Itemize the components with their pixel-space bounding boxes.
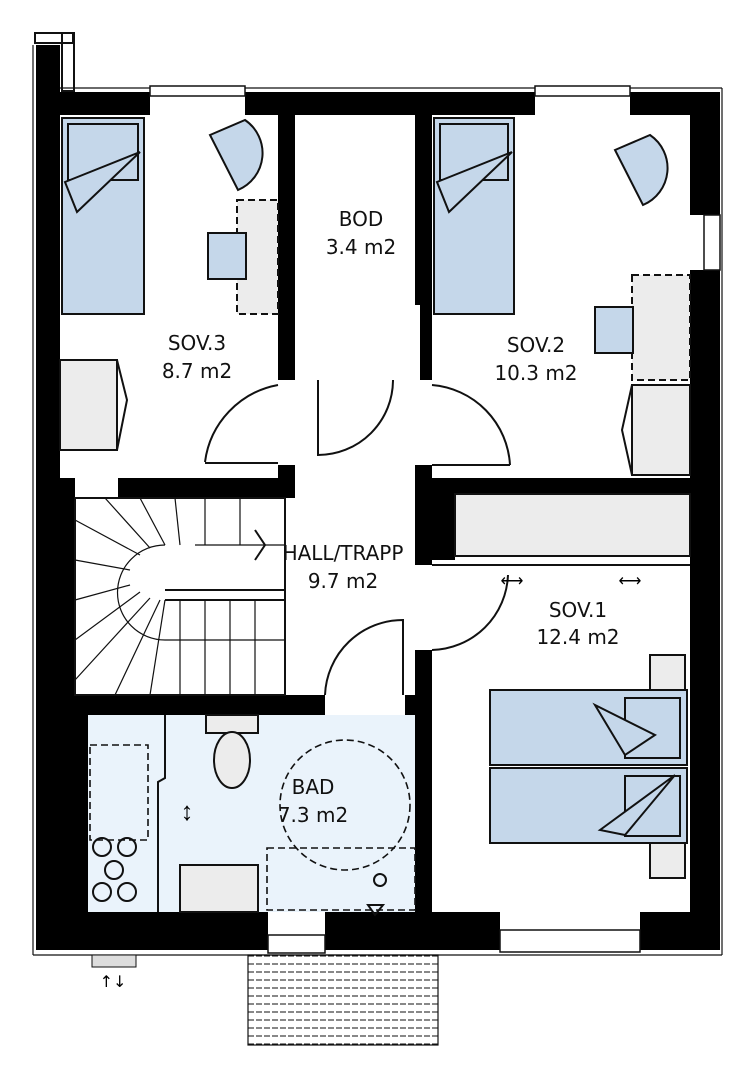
entrance-step xyxy=(91,954,439,1046)
room-bod-name: BOD xyxy=(339,207,384,231)
windows xyxy=(149,85,721,954)
room-sov3-area: 8.7 m2 xyxy=(162,359,232,383)
bathroom-fixtures: ↕ xyxy=(89,714,416,917)
room-sov1-name: SOV.1 xyxy=(549,598,607,622)
room-sov1-area: 12.4 m2 xyxy=(536,625,619,649)
room-sov3-name: SOV.3 xyxy=(168,331,226,355)
sov1-bed xyxy=(489,654,688,879)
room-hall-area: 9.7 m2 xyxy=(308,569,378,593)
sov2-furniture xyxy=(433,117,691,476)
staircase xyxy=(74,497,286,696)
room-sov2-name: SOV.2 xyxy=(507,333,565,357)
svg-text:↕: ↕ xyxy=(181,797,194,826)
svg-text:⟷: ⟷ xyxy=(619,573,642,590)
doors xyxy=(204,379,511,696)
room-bod-area: 3.4 m2 xyxy=(326,235,396,259)
room-sov2-area: 10.3 m2 xyxy=(494,361,577,385)
wardrobe: ⟷ ⟷ xyxy=(432,493,691,590)
room-bad-area: 7.3 m2 xyxy=(278,803,348,827)
ventilation-symbol: ↑↓ xyxy=(100,972,127,991)
sov3-furniture xyxy=(59,117,279,451)
room-hall-name: HALL/TRAPP xyxy=(283,541,404,565)
room-bad-name: BAD xyxy=(292,775,335,799)
walls xyxy=(36,45,720,950)
svg-text:⟷: ⟷ xyxy=(501,573,524,590)
